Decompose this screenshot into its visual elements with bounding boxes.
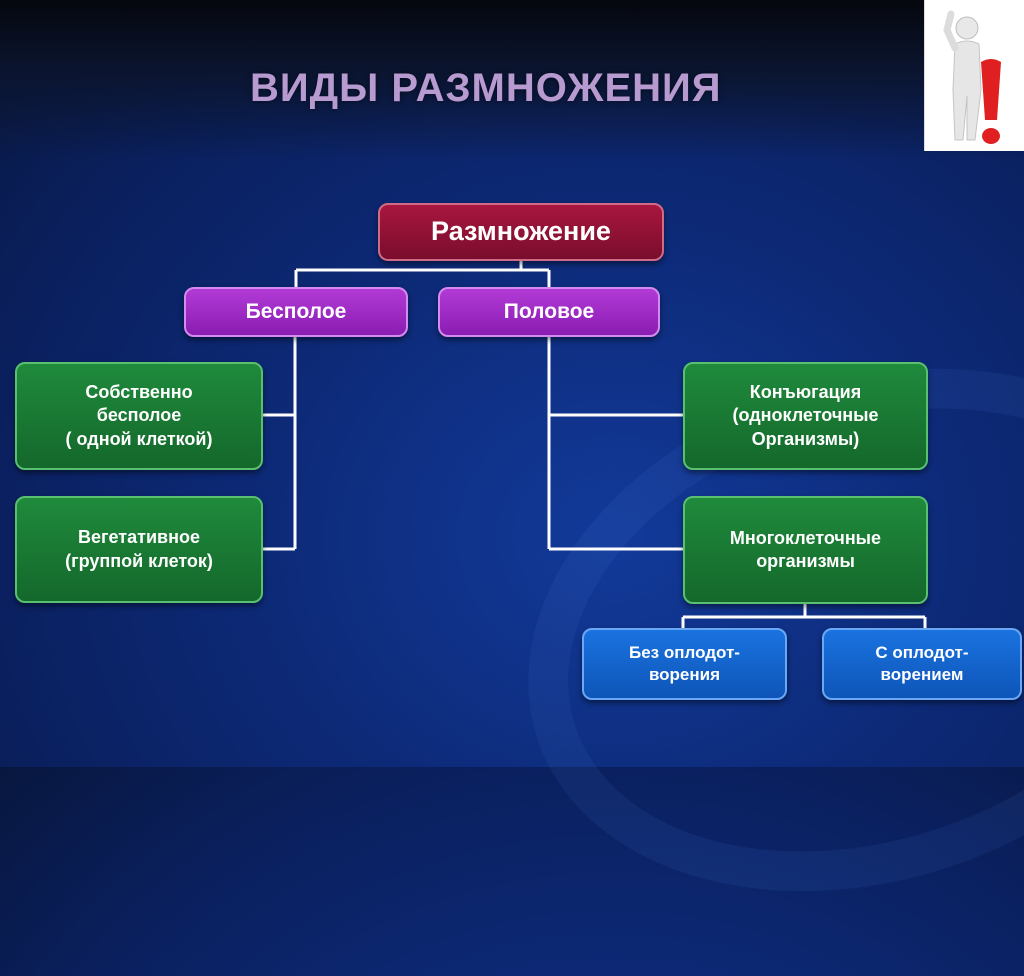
- person-exclamation-icon: [943, 10, 1001, 144]
- node-with-fertilization: С оплодот- ворением: [822, 628, 1022, 700]
- node-without-fertilization: Без оплодот- ворения: [582, 628, 787, 700]
- node-vegetative: Вегетативное (группой клеток): [15, 496, 263, 603]
- logo: [924, 0, 1024, 151]
- node-sexual: Половое: [438, 287, 660, 337]
- node-multicellular: Многоклеточные организмы: [683, 496, 928, 604]
- node-conjugation: Конъюгация (одноклеточные Организмы): [683, 362, 928, 470]
- node-asexual: Бесполое: [184, 287, 408, 337]
- top-band: [0, 0, 1024, 160]
- node-reproduction: Размножение: [378, 203, 664, 261]
- connector-lines: [0, 0, 1024, 767]
- node-asexual-proper: Собственно бесполое ( одной клеткой): [15, 362, 263, 470]
- page-title: ВИДЫ РАЗМНОЖЕНИЯ: [250, 66, 722, 110]
